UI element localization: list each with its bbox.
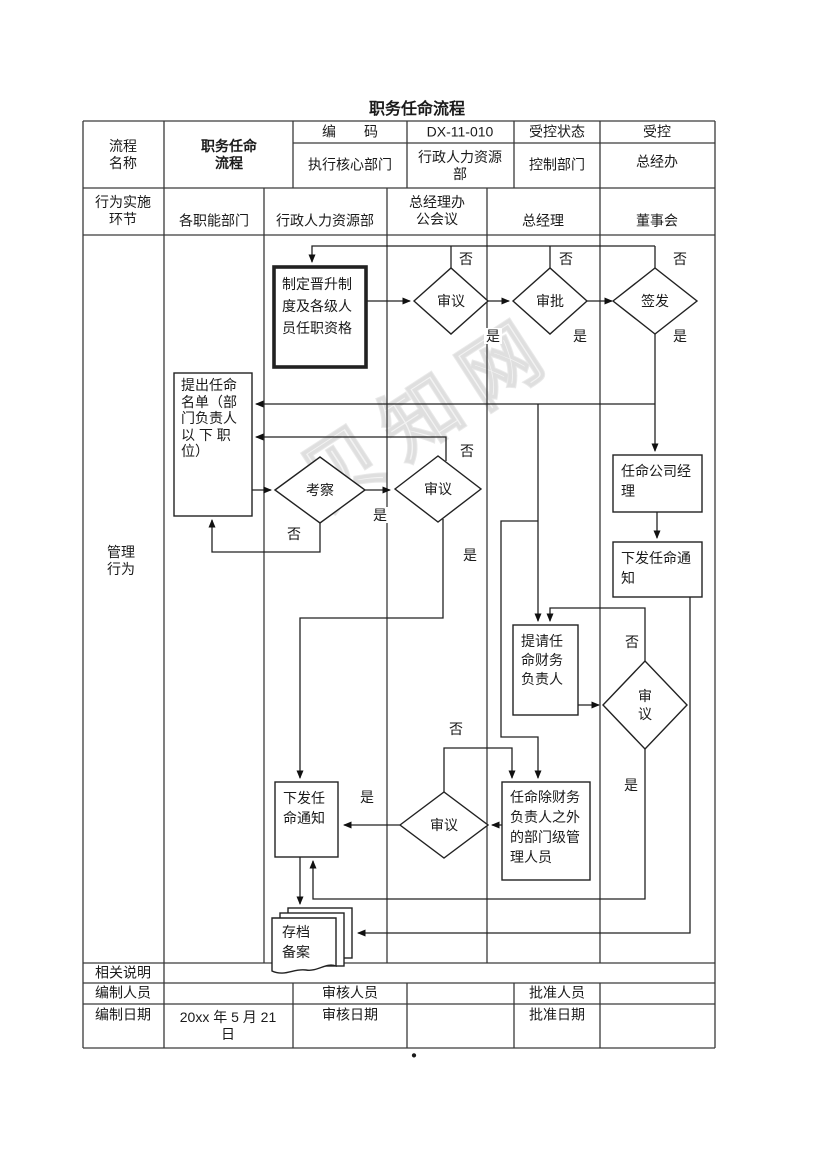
node-propose-cfo-box (512, 624, 579, 716)
node-propose-list-box (173, 372, 253, 517)
core-dept-label: 执行核心部门 (308, 156, 392, 173)
controlled-state-label: 受控状态 (529, 123, 585, 140)
code-label: 编 码 (322, 123, 378, 140)
review1-yes-label: 是 (484, 328, 502, 344)
notes-label: 相关说明 (95, 964, 151, 981)
archive-document-icon (271, 907, 353, 974)
approve-no-label: 否 (557, 251, 575, 267)
flow-nodes (173, 265, 703, 974)
issue-notice-hr-label: 下发任 命通知 (283, 790, 325, 826)
process-name-label: 流程 名称 (109, 138, 137, 171)
archive-label: 存档 备案 (282, 924, 310, 960)
controlled-state-value: 受控 (643, 123, 671, 140)
issue-notice-board-label: 下发任命通 知 (621, 550, 691, 586)
node-inspect-diamond (273, 456, 367, 524)
propose-list-label: 提出任命 名单（部 门负责人 以 下 职 位） (181, 377, 237, 459)
review2-yes-label: 是 (461, 547, 479, 563)
author-date-value: 20xx 年 5 月 21 日 (179, 1009, 277, 1042)
approve-label: 审批 (536, 293, 564, 309)
review-date-label: 审核日期 (322, 1006, 378, 1023)
appoint-manager-label: 任命公司经 理 (621, 463, 691, 499)
review4-no-label: 否 (447, 721, 465, 737)
node-review2-diamond (393, 455, 483, 523)
lane-hr-dept: 行政人力资源部 (276, 212, 374, 229)
control-dept-label: 控制部门 (529, 156, 585, 173)
node-appoint-manager-box (612, 454, 703, 513)
review2-label: 审议 (424, 481, 452, 497)
approve-date-label: 批准日期 (529, 1006, 585, 1023)
page-title: 职务任命流程 (368, 101, 466, 118)
appoint-dept-label: 任命除财务 负责人之外 的部门级管 理人员 (510, 789, 580, 865)
author-date-label: 编制日期 (95, 1006, 151, 1023)
node-appoint-dept-box (501, 781, 591, 881)
node-sign-diamond (611, 267, 699, 335)
inspect-yes-label: 是 (371, 507, 389, 523)
lane-functional-depts: 各职能部门 (179, 212, 249, 229)
process-name-value: 职务任命 流程 (201, 138, 257, 171)
review1-no-label: 否 (457, 251, 475, 267)
inspect-no-label: 否 (285, 526, 303, 542)
management-behavior-label: 管理 行为 (107, 544, 135, 577)
node-approve-diamond (511, 267, 589, 335)
lane-board: 董事会 (636, 212, 678, 229)
review3-yes-label: 是 (622, 777, 640, 793)
approver-label: 批准人员 (529, 984, 585, 1001)
node-issue-notice-board-box (612, 541, 703, 598)
sign-yes-label: 是 (671, 328, 689, 344)
core-dept-value: 行政人力资源 部 (418, 149, 502, 182)
sign-no-label: 否 (671, 251, 689, 267)
code-value: DX-11-010 (426, 123, 494, 140)
sign-label: 签发 (641, 293, 669, 309)
author-label: 编制人员 (95, 984, 151, 1001)
inspect-label: 考察 (306, 482, 334, 498)
draft-system-label: 制定晋升制 度及各级人 员任职资格 (282, 276, 352, 336)
review3-label: 审 议 (638, 688, 652, 722)
lane-gm-office-meeting: 总经理办 公会议 (409, 194, 465, 227)
reviewer-label: 审核人员 (322, 984, 378, 1001)
flow-connectors (208, 245, 691, 937)
review4-label: 审议 (430, 817, 458, 833)
propose-cfo-label: 提请任 命财务 负责人 (521, 633, 563, 687)
review3-no-label: 否 (623, 634, 641, 650)
footer-dot: • (411, 1047, 417, 1065)
review1-label: 审议 (437, 293, 465, 309)
lane-general-manager: 总经理 (522, 212, 564, 229)
review2-no-label: 否 (458, 443, 476, 459)
approve-yes-label: 是 (571, 328, 589, 344)
control-dept-value: 总经办 (636, 153, 678, 170)
node-review3-diamond (602, 659, 688, 751)
node-draft-system-box (272, 265, 368, 369)
table-grid (82, 120, 716, 1049)
node-issue-notice-hr-box (274, 781, 339, 858)
lane-header-label: 行为实施 环节 (95, 194, 151, 227)
review4-yes-label: 是 (358, 789, 376, 805)
node-review1-diamond (412, 267, 490, 335)
node-review4-diamond (398, 791, 490, 859)
